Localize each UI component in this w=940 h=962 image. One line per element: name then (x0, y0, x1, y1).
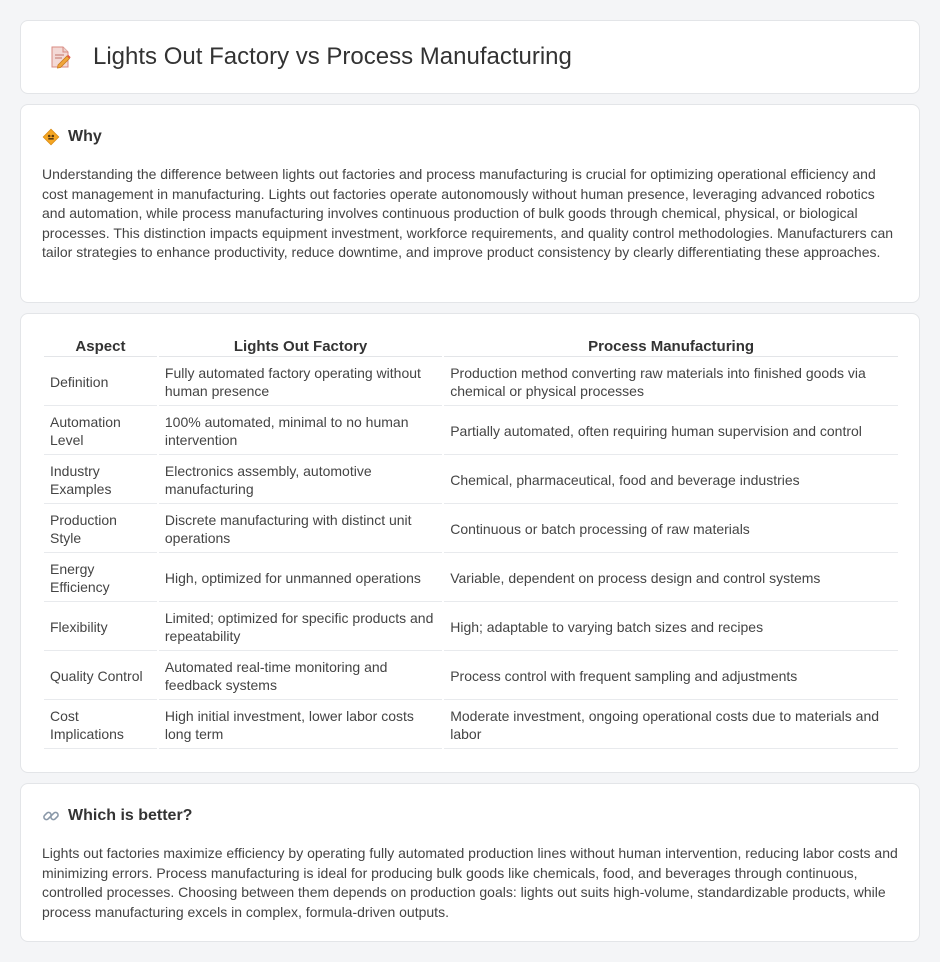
cell-aspect: Quality Control (44, 653, 157, 700)
title-card: Lights Out Factory vs Process Manufactur… (20, 20, 920, 94)
cell-aspect: Definition (44, 359, 157, 406)
cell-process: Moderate investment, ongoing operational… (444, 702, 898, 749)
cell-lights-out: 100% automated, minimal to no human inte… (158, 408, 443, 455)
table-row: Quality Control Automated real-time moni… (44, 653, 898, 700)
cell-aspect: Flexibility (44, 604, 157, 651)
table-row: Energy Efficiency High, optimized for un… (44, 555, 898, 602)
cell-lights-out: Automated real-time monitoring and feedb… (158, 653, 443, 700)
cell-lights-out: High initial investment, lower labor cos… (158, 702, 443, 749)
warning-sign-icon (42, 128, 60, 146)
cell-aspect: Automation Level (44, 408, 157, 455)
header-lights-out: Lights Out Factory (158, 336, 443, 357)
cell-lights-out: Limited; optimized for specific products… (158, 604, 443, 651)
header-aspect: Aspect (44, 336, 157, 357)
table-header-row: Aspect Lights Out Factory Process Manufa… (44, 336, 898, 357)
comparison-card: Aspect Lights Out Factory Process Manufa… (20, 313, 920, 773)
cell-process: Chemical, pharmaceutical, food and bever… (444, 457, 898, 504)
cell-aspect: Energy Efficiency (44, 555, 157, 602)
table-row: Production Style Discrete manufacturing … (44, 506, 898, 553)
cell-aspect: Production Style (44, 506, 157, 553)
cell-process: Process control with frequent sampling a… (444, 653, 898, 700)
why-text: Understanding the difference between lig… (42, 166, 894, 260)
cell-lights-out: Discrete manufacturing with distinct uni… (158, 506, 443, 553)
cell-process: Variable, dependent on process design an… (444, 555, 898, 602)
cell-lights-out: High, optimized for unmanned operations (158, 555, 443, 602)
table-row: Industry Examples Electronics assembly, … (44, 457, 898, 504)
cell-lights-out: Electronics assembly, automotive manufac… (158, 457, 443, 504)
cell-process: Partially automated, often requiring hum… (444, 408, 898, 455)
table-row: Definition Fully automated factory opera… (44, 359, 898, 406)
cell-process: Production method converting raw materia… (444, 359, 898, 406)
cell-lights-out: Fully automated factory operating withou… (158, 359, 443, 406)
why-card: Why Understanding the difference between… (20, 104, 920, 303)
header-process: Process Manufacturing (444, 336, 898, 357)
table-row: Cost Implications High initial investmen… (44, 702, 898, 749)
why-title: Why (68, 128, 102, 145)
document-edit-icon (47, 44, 73, 70)
comparison-table: Aspect Lights Out Factory Process Manufa… (42, 334, 900, 751)
cell-process: Continuous or batch processing of raw ma… (444, 506, 898, 553)
link-icon (42, 807, 60, 825)
cell-process: High; adaptable to varying batch sizes a… (444, 604, 898, 651)
page-title: Lights Out Factory vs Process Manufactur… (93, 43, 572, 70)
which-better-text: Lights out factories maximize efficiency… (42, 845, 898, 920)
cell-aspect: Industry Examples (44, 457, 157, 504)
table-row: Automation Level 100% automated, minimal… (44, 408, 898, 455)
which-better-card: Which is better? Lights out factories ma… (20, 783, 920, 942)
table-row: Flexibility Limited; optimized for speci… (44, 604, 898, 651)
which-better-title: Which is better? (68, 807, 193, 824)
cell-aspect: Cost Implications (44, 702, 157, 749)
